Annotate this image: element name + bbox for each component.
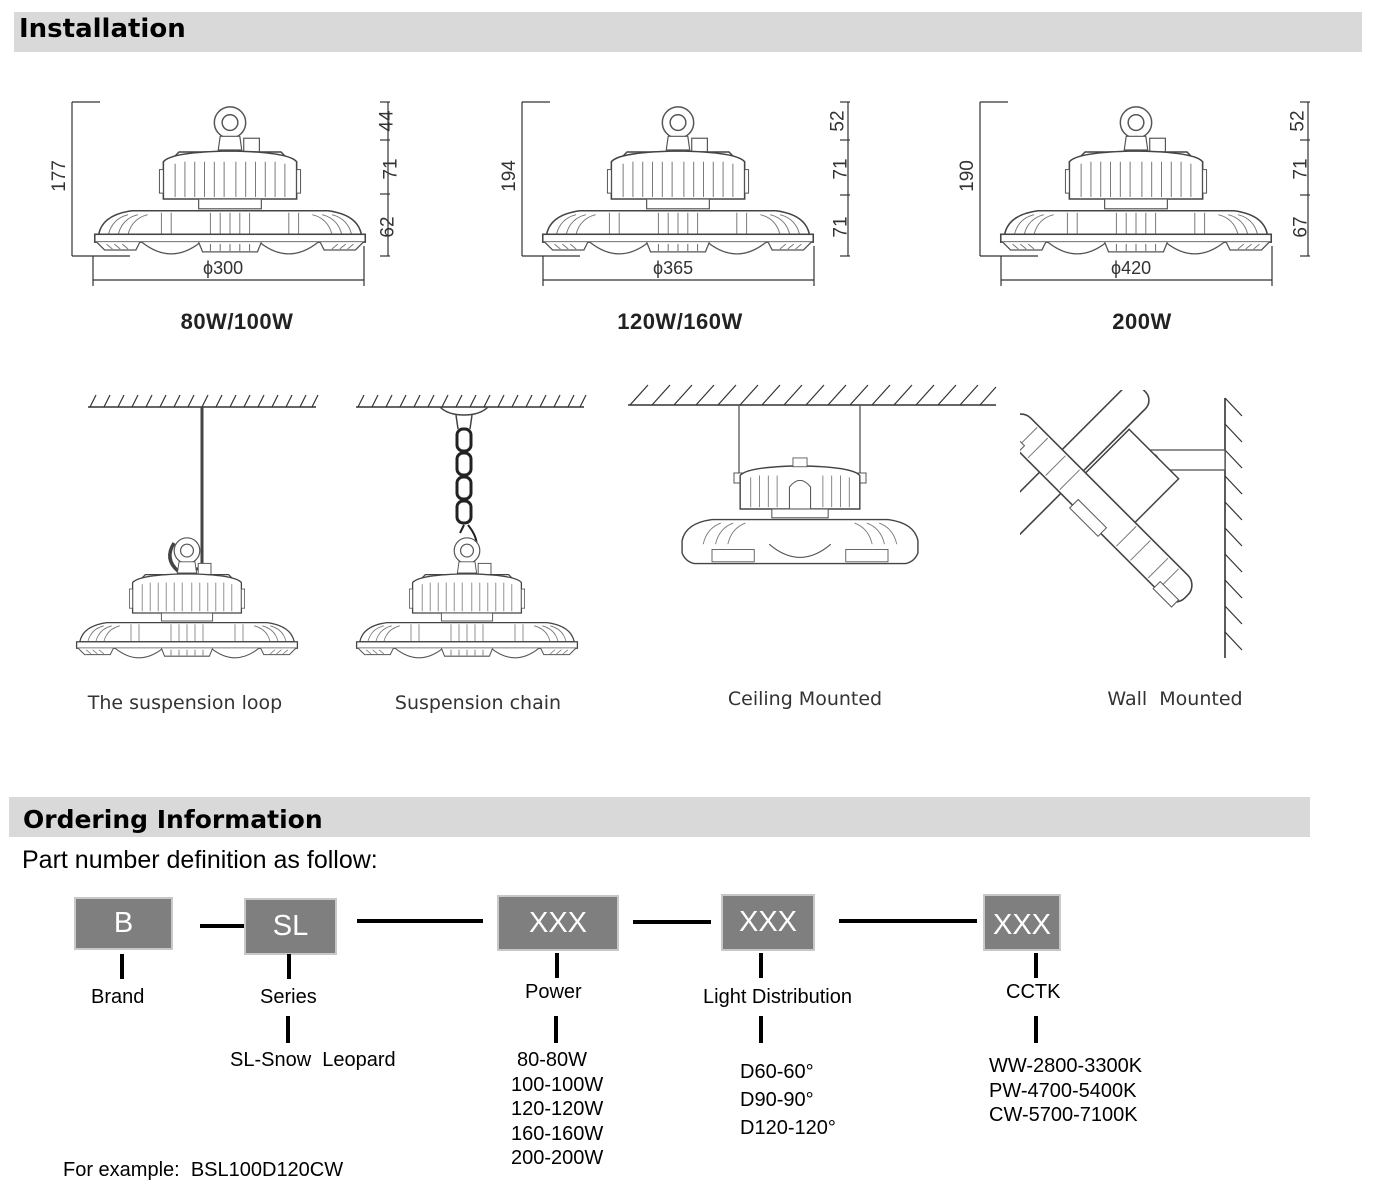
series-option: SL-Snow Leopard [230, 1049, 396, 1071]
power-options: 80-80W 100-100W 120-120W 160-160W 200-20… [511, 1048, 603, 1171]
connector-line [759, 953, 763, 978]
segment-top-label: 52 [1287, 110, 1309, 132]
diameter-label: ϕ420 [1111, 258, 1152, 278]
segment-mid-label: 71 [380, 158, 402, 180]
model-label-80w-100w: 80W/100W [180, 309, 294, 334]
cct-options: WW-2800-3300K PW-4700-5400K CW-5700-7100… [989, 1054, 1142, 1128]
total-height-label: 190 [956, 160, 978, 192]
light-distribution-option: D90-90° [740, 1089, 814, 1111]
part-number-example: For example: BSL100D120CW [63, 1159, 344, 1181]
lamp-dimension-drawing-80w-100w: 177 44 71 62 ϕ300 [40, 90, 440, 300]
segment-mid-label: 71 [1290, 158, 1312, 180]
segment-label-cct: CCTK [1006, 981, 1061, 1003]
suspension-chain-drawing [340, 385, 600, 675]
part-code-light-distribution: XXX [721, 894, 815, 951]
segment-label-series: Series [260, 986, 317, 1008]
installation-header-band [14, 12, 1362, 52]
cct-option: CW-5700-7100K [989, 1104, 1138, 1126]
connector-line [1034, 1016, 1038, 1043]
mounting-label-suspension-chain: Suspension chain [394, 692, 562, 714]
connector-line [759, 1016, 763, 1043]
power-option: 120-120W [511, 1098, 604, 1120]
connector-line [633, 920, 711, 924]
power-option: 80-80W [517, 1049, 588, 1071]
lamp-dimension-drawing-120w-160w: 194 52 71 71 ϕ365 [490, 90, 890, 300]
connector-line [286, 1016, 290, 1043]
ordering-header-band [9, 797, 1310, 837]
wall-mount-drawing [967, 383, 1260, 665]
connector-line [1034, 953, 1038, 978]
power-option: 160-160W [511, 1122, 604, 1145]
connector-line [120, 954, 124, 979]
part-code-cct: XXX [983, 894, 1061, 951]
connector-line [554, 1016, 558, 1043]
segment-top-label: 52 [827, 110, 849, 132]
part-code-power: XXX [497, 895, 619, 951]
part-code-brand: B [74, 897, 173, 950]
lamp-dimension-drawing-200w: 190 52 71 67 ϕ420 [948, 90, 1348, 300]
connector-line [839, 919, 977, 923]
ordering-subtitle: Part number definition as follow: [22, 846, 378, 874]
series-options: SL-Snow Leopard [230, 1048, 396, 1073]
cct-option: PW-4700-5400K [989, 1079, 1137, 1102]
segment-label-light-distribution: Light Distribution [703, 986, 852, 1008]
total-height-label: 194 [498, 160, 520, 192]
power-option: 100-100W [511, 1073, 604, 1096]
segment-bottom-label: 71 [830, 216, 852, 238]
cct-option: WW-2800-3300K [989, 1055, 1143, 1077]
segment-mid-label: 71 [830, 158, 852, 180]
segment-bottom-label: 62 [377, 216, 399, 238]
total-height-label: 177 [48, 160, 70, 192]
mounting-label-wall: Wall Mounted [1107, 688, 1243, 710]
ceiling-mount-drawing [620, 375, 1000, 565]
model-label-120w-160w: 120W/160W [617, 309, 743, 334]
segment-top-label: 44 [376, 110, 398, 132]
segment-label-brand: Brand [91, 986, 145, 1008]
segment-label-power: Power [525, 981, 582, 1003]
installation-title: Installation [19, 14, 186, 44]
mounting-label-suspension-loop: The suspension loop [87, 692, 283, 714]
diameter-label: ϕ365 [653, 258, 694, 278]
diameter-label: ϕ300 [203, 258, 244, 278]
suspension-loop-drawing [60, 385, 320, 675]
segment-bottom-label: 67 [1290, 216, 1312, 238]
connector-line [287, 954, 291, 979]
power-option: 200-200W [511, 1147, 604, 1169]
connector-line [200, 924, 244, 928]
model-label-200w: 200W [1112, 309, 1172, 334]
connector-line [357, 919, 483, 923]
part-code-series: SL [244, 898, 337, 955]
mounting-label-ceiling: Ceiling Mounted [727, 688, 883, 710]
light-distribution-option: D120-120° [740, 1117, 836, 1139]
light-distribution-options: D60-60° D90-90° D120-120° [740, 1058, 836, 1142]
ordering-title: Ordering Information [23, 805, 323, 834]
connector-line [555, 953, 559, 978]
light-distribution-option: D60-60° [740, 1061, 814, 1083]
